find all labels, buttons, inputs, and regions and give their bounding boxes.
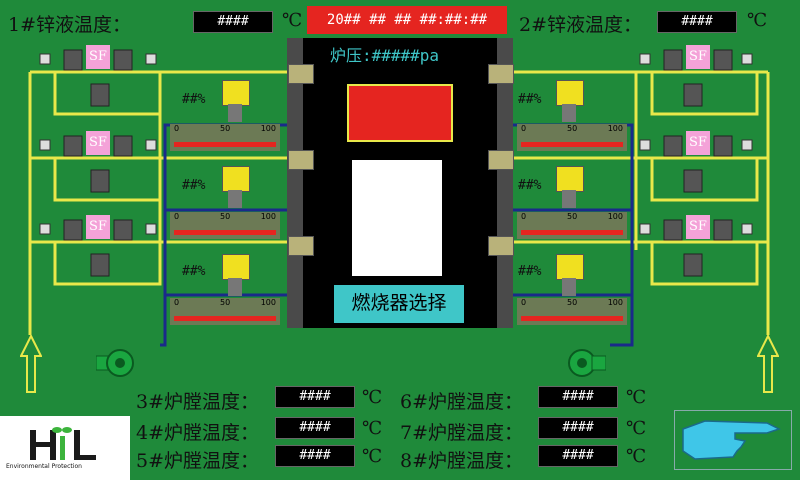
burner-nozzle xyxy=(488,236,514,256)
burner-nozzle xyxy=(488,150,514,170)
chamber7-temp-display: #### xyxy=(538,417,618,439)
valve-body xyxy=(562,104,576,122)
blower-fan-icon[interactable] xyxy=(566,346,606,380)
chamber6-temp-display: #### xyxy=(538,386,618,408)
valve-body xyxy=(228,190,242,208)
valve-open-pct: ##% xyxy=(518,264,542,279)
furnace-zinc-pot xyxy=(352,160,442,276)
chamber3-temp-unit: ℃ xyxy=(362,387,383,408)
burner-nozzle xyxy=(288,64,314,84)
chamber7-temp-unit: ℃ xyxy=(626,418,647,439)
valve-actuator-icon[interactable] xyxy=(222,166,250,192)
next-page-button[interactable] xyxy=(674,410,792,470)
burner-nozzle xyxy=(288,236,314,256)
chamber7-temp-label: 7#炉膛温度： xyxy=(400,422,524,444)
chamber6-temp-unit: ℃ xyxy=(626,387,647,408)
zinc1-temp-display: #### xyxy=(193,11,273,33)
valve-open-pct: ##% xyxy=(182,92,206,107)
furnace-flame-indicator xyxy=(347,84,453,142)
zinc1-temp-unit: ℃ xyxy=(282,10,303,31)
burner-nozzle xyxy=(488,64,514,84)
chamber5-temp-unit: ℃ xyxy=(362,446,383,467)
valve-body xyxy=(562,278,576,296)
chamber3-temp-display: #### xyxy=(275,386,355,408)
chamber4-temp-unit: ℃ xyxy=(362,418,383,439)
blower-fan-icon[interactable] xyxy=(96,346,136,380)
sf-badge[interactable]: SF xyxy=(686,45,710,69)
company-logo: Environmental Protection xyxy=(0,416,130,480)
sf-badge[interactable]: SF xyxy=(86,45,110,69)
zinc2-temp-label: 2#锌液温度： xyxy=(519,14,643,36)
sf-badge[interactable]: SF xyxy=(86,215,110,239)
valve-actuator-icon[interactable] xyxy=(222,254,250,280)
zinc2-temp-unit: ℃ xyxy=(747,10,768,31)
logo-caption: Environmental Protection xyxy=(6,463,82,470)
valve-body xyxy=(228,278,242,296)
chamber4-temp-label: 4#炉膛温度： xyxy=(136,422,260,444)
chamber3-temp-label: 3#炉膛温度： xyxy=(136,391,260,413)
chamber8-temp-display: #### xyxy=(538,445,618,467)
valve-open-pct: ##% xyxy=(182,178,206,193)
chamber8-temp-label: 8#炉膛温度： xyxy=(400,450,524,472)
zinc2-temp-display: #### xyxy=(657,11,737,33)
furnace-pressure-label: 炉压:#####pa xyxy=(330,46,440,65)
pointing-hand-icon xyxy=(682,420,781,460)
valve-actuator-icon[interactable] xyxy=(556,254,584,280)
up-arrow-icon xyxy=(20,334,42,393)
valve-open-pct: ##% xyxy=(518,92,542,107)
valve-open-pct: ##% xyxy=(518,178,542,193)
valve-open-pct: ##% xyxy=(182,264,206,279)
burner-select-button[interactable]: 燃烧器选择 xyxy=(334,285,464,323)
valve-body xyxy=(228,104,242,122)
hl-logo-icon xyxy=(30,427,96,460)
valve-body xyxy=(562,190,576,208)
chamber5-temp-display: #### xyxy=(275,445,355,467)
burner-nozzle xyxy=(288,150,314,170)
chamber4-temp-display: #### xyxy=(275,417,355,439)
sf-badge[interactable]: SF xyxy=(86,131,110,155)
zinc1-temp-label: 1#锌液温度： xyxy=(8,14,132,36)
sf-badge[interactable]: SF xyxy=(686,215,710,239)
chamber6-temp-label: 6#炉膛温度： xyxy=(400,391,524,413)
chamber5-temp-label: 5#炉膛温度： xyxy=(136,450,260,472)
datetime-display: 20## ## ## ##:##:## xyxy=(307,6,507,34)
chamber8-temp-unit: ℃ xyxy=(626,446,647,467)
sf-badge[interactable]: SF xyxy=(686,131,710,155)
up-arrow-icon xyxy=(757,334,779,393)
